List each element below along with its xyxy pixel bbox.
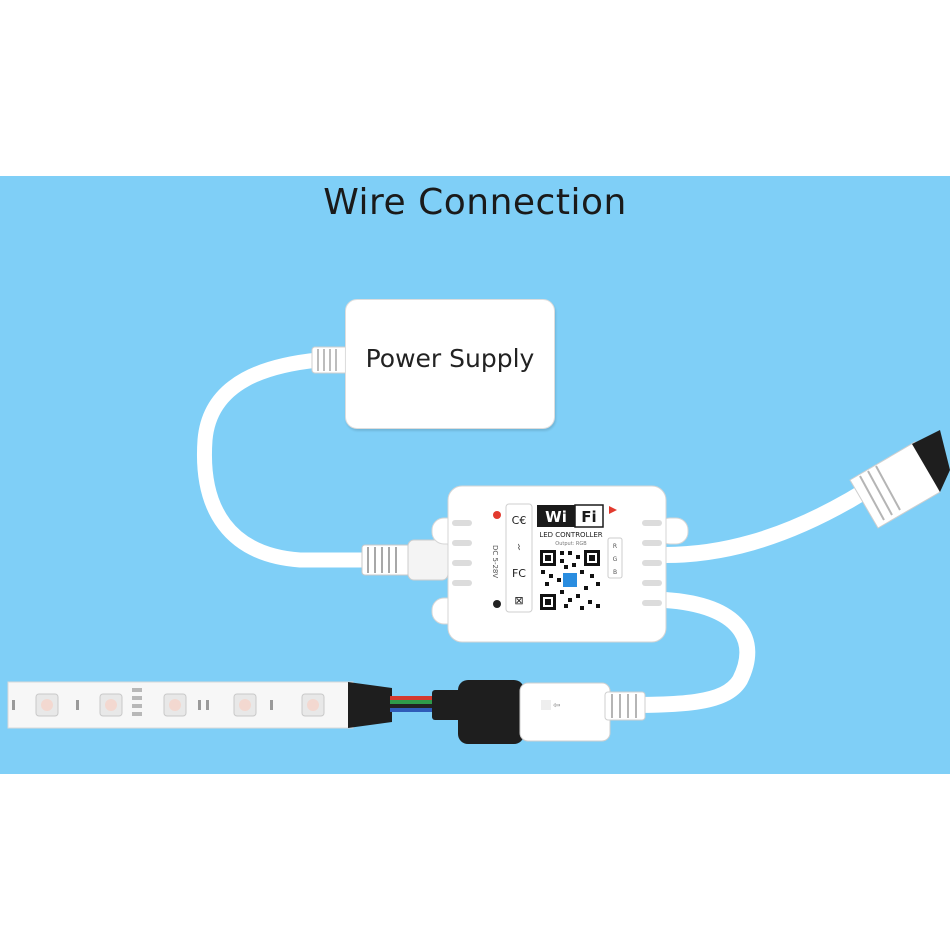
rgb-wires <box>390 696 436 712</box>
led-strip <box>7 681 354 729</box>
ce-mark-icon: C€ <box>512 514 527 527</box>
arrow-icon: ⇦ <box>553 701 561 711</box>
weee-icon: ⊠ <box>514 594 523 607</box>
channel-g: G <box>613 556 618 563</box>
strip-end-cap <box>348 682 392 728</box>
channel-r: R <box>613 543 617 550</box>
rohs-icon: ⌇ <box>517 543 521 552</box>
wifi-signal-icon <box>609 506 617 514</box>
power-indicator-icon <box>493 511 501 519</box>
rgb-output-cable <box>602 592 756 713</box>
receptacle-strain-relief <box>604 691 646 721</box>
power-supply-label: Power Supply <box>365 344 535 373</box>
diagram-background <box>0 176 950 774</box>
dc-jack-connector <box>849 430 950 529</box>
rgb-receptacle: ⇦ <box>519 682 611 742</box>
fcc-mark-icon: FC <box>512 567 526 580</box>
diagram-title: Wire Connection <box>323 182 627 223</box>
button-icon <box>493 600 501 608</box>
dc-output-cable <box>657 462 908 563</box>
controller-box: C€ ⌇ FC ⊠ DC 5-28V Wi Fi LED CONTROLLER … <box>431 485 689 643</box>
qr-code <box>539 549 601 611</box>
power-supply-box: Power Supply <box>345 299 555 429</box>
controller-input-plug <box>361 539 449 581</box>
wifi-badge-left: Wi <box>545 508 567 526</box>
voltage-label: DC 5-28V <box>491 545 499 578</box>
power-supply-strain-relief <box>311 346 349 374</box>
wifi-badge-right: Fi <box>581 508 596 526</box>
rgb-connector <box>432 680 524 744</box>
channel-b: B <box>613 569 617 576</box>
power-cable <box>196 352 373 568</box>
controller-name: LED CONTROLLER <box>539 531 602 539</box>
controller-output: Output: RGB <box>555 541 587 547</box>
